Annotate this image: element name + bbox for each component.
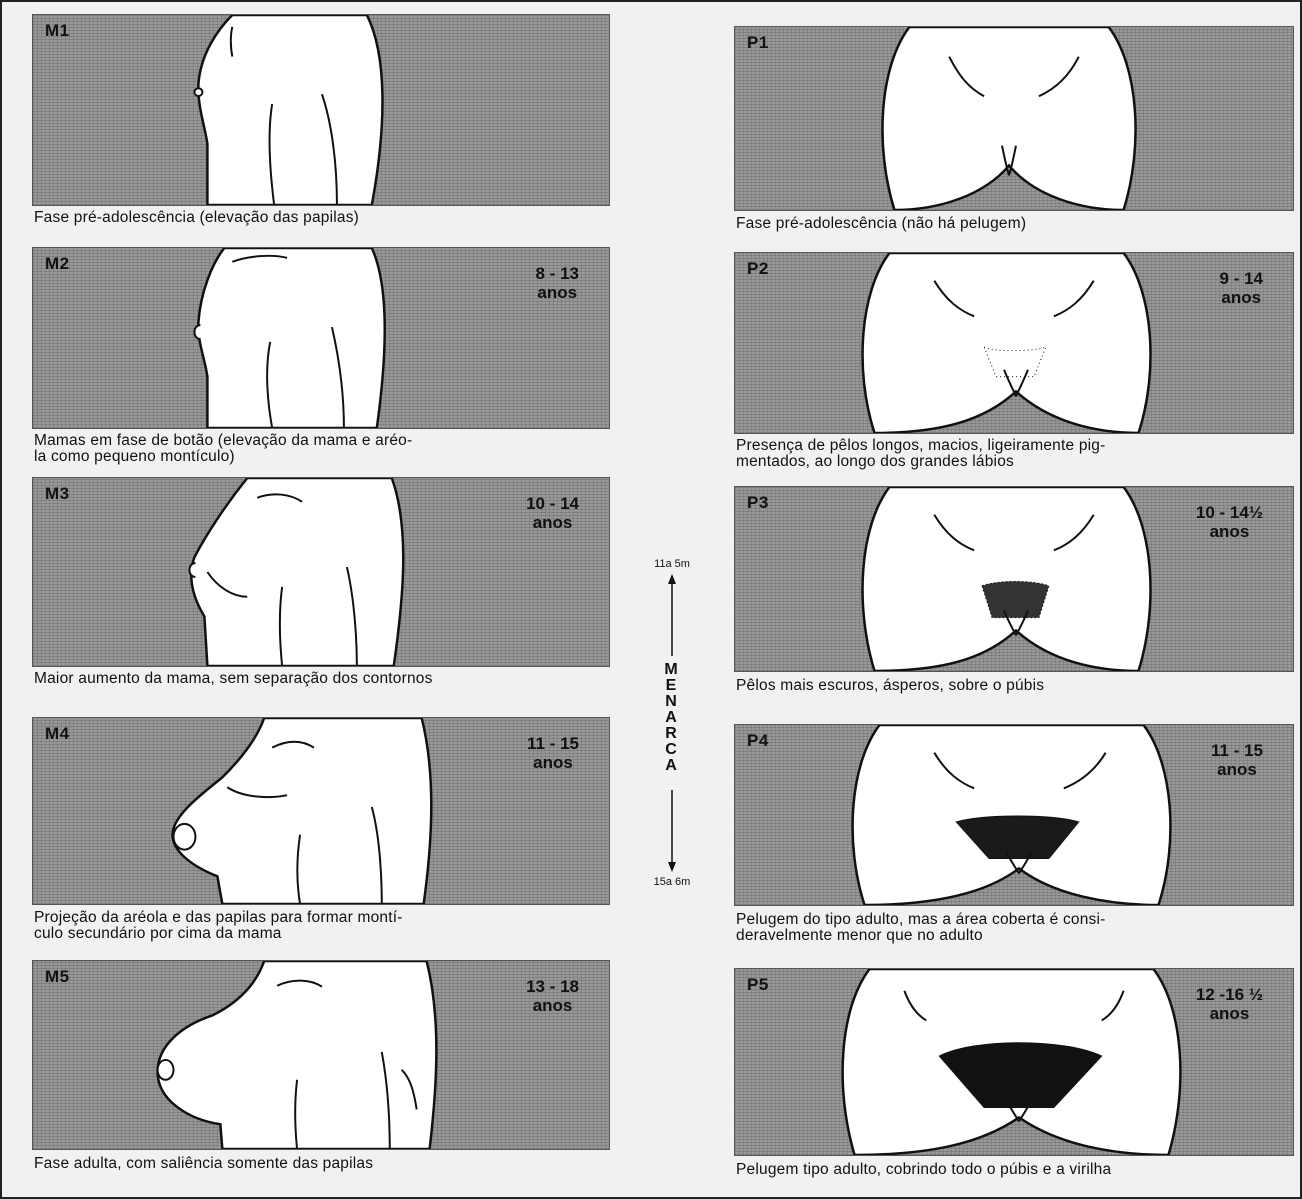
stage-figure-p2: P2 9 - 14 anos xyxy=(734,252,1294,434)
stage-age-range: 12 -16 ½ anos xyxy=(1196,985,1263,1023)
stage-code: P5 xyxy=(747,975,769,995)
pelvis-front-p4-illustration xyxy=(735,725,1293,905)
stage-panel-p3: P3 10 - 14½ anos Pêlos mais escuros, ásp… xyxy=(734,486,1294,672)
stage-code: M1 xyxy=(45,21,70,41)
stage-figure-p3: P3 10 - 14½ anos xyxy=(734,486,1294,672)
stage-figure-m5: M5 13 - 18 anos xyxy=(32,960,610,1150)
stage-panel-m2: M2 8 - 13 anos Mamas em fase de botão (e… xyxy=(32,247,610,429)
stage-caption: Mamas em fase de botão (elevação da mama… xyxy=(34,433,412,465)
stage-code: M2 xyxy=(45,254,70,274)
stage-panel-p1: P1 Fase pré-adolescência (não há pelugem… xyxy=(734,26,1294,211)
stage-code: P1 xyxy=(747,33,769,53)
stage-caption: Pelugem do tipo adulto, mas a área cober… xyxy=(736,912,1106,944)
stage-code: M4 xyxy=(45,724,70,744)
stage-code: P3 xyxy=(747,493,769,513)
stage-age-range: 13 - 18 anos xyxy=(526,977,579,1015)
pelvis-front-p1-illustration xyxy=(735,27,1293,210)
stage-figure-p4: P4 11 - 15 anos xyxy=(734,724,1294,906)
stage-age-range: 10 - 14 anos xyxy=(526,494,579,532)
stage-figure-m4: M4 11 - 15 anos xyxy=(32,717,610,905)
stage-code: P4 xyxy=(747,731,769,751)
menarche-start-age: 11a 5m xyxy=(622,558,722,570)
stage-age-range: 8 - 13 anos xyxy=(536,264,579,302)
stage-panel-m3: M3 10 - 14 anos Maior aumento da mama, s… xyxy=(32,477,610,667)
stage-figure-p5: P5 12 -16 ½ anos xyxy=(734,968,1294,1156)
menarche-label-letter: A xyxy=(656,710,686,726)
menarche-label-letter: A xyxy=(656,758,686,774)
torso-profile-m3-illustration xyxy=(33,478,609,666)
stage-age-range: 11 - 15 anos xyxy=(527,734,579,772)
stage-panel-m4: M4 11 - 15 anos Projeção da aréola e das… xyxy=(32,717,610,905)
menarche-label-letter: C xyxy=(656,742,686,758)
menarche-label-letter: N xyxy=(656,694,686,710)
menarche-label-letter: E xyxy=(656,678,686,694)
stage-panel-m5: M5 13 - 18 anos Fase adulta, com saliênc… xyxy=(32,960,610,1150)
stage-caption: Pêlos mais escuros, ásperos, sobre o púb… xyxy=(736,678,1044,694)
stage-caption: Fase pré-adolescência (elevação das papi… xyxy=(34,210,359,226)
stage-caption: Fase adulta, com saliência somente das p… xyxy=(34,1156,373,1172)
menarche-label-letter: M xyxy=(656,662,686,678)
menarche-end-age: 15a 6m xyxy=(622,876,722,888)
stage-panel-p5: P5 12 -16 ½ anos Pelugem tipo adulto, co… xyxy=(734,968,1294,1156)
stage-code: M3 xyxy=(45,484,70,504)
stage-panel-p4: P4 11 - 15 anos Pelugem do tipo adulto, … xyxy=(734,724,1294,906)
stage-age-range: 11 - 15 anos xyxy=(1211,741,1263,779)
stage-figure-p1: P1 xyxy=(734,26,1294,211)
stage-age-range: 10 - 14½ anos xyxy=(1196,503,1263,541)
torso-profile-m1-illustration xyxy=(33,15,609,205)
stage-code: P2 xyxy=(747,259,769,279)
stage-caption: Presença de pêlos longos, macios, ligeir… xyxy=(736,438,1105,470)
stage-figure-m2: M2 8 - 13 anos xyxy=(32,247,610,429)
stage-code: M5 xyxy=(45,967,70,987)
stage-caption: Pelugem tipo adulto, cobrindo todo o púb… xyxy=(736,1162,1111,1178)
torso-profile-m5-illustration xyxy=(33,961,609,1149)
stage-panel-m1: M1 Fase pré-adolescência (elevação das p… xyxy=(32,14,610,206)
pelvis-front-p2-illustration xyxy=(735,253,1293,433)
stage-caption: Projeção da aréola e das papilas para fo… xyxy=(34,910,403,942)
menarche-label-letter: R xyxy=(656,726,686,742)
stage-figure-m1: M1 xyxy=(32,14,610,206)
stage-caption: Fase pré-adolescência (não há pelugem) xyxy=(736,216,1026,232)
torso-profile-m4-illustration xyxy=(33,718,609,904)
stage-caption: Maior aumento da mama, sem separação dos… xyxy=(34,671,433,687)
stage-figure-m3: M3 10 - 14 anos xyxy=(32,477,610,667)
torso-profile-m2-illustration xyxy=(33,248,609,428)
stage-age-range: 9 - 14 anos xyxy=(1220,269,1263,307)
stage-panel-p2: P2 9 - 14 anos Presença de pêlos longos,… xyxy=(734,252,1294,434)
